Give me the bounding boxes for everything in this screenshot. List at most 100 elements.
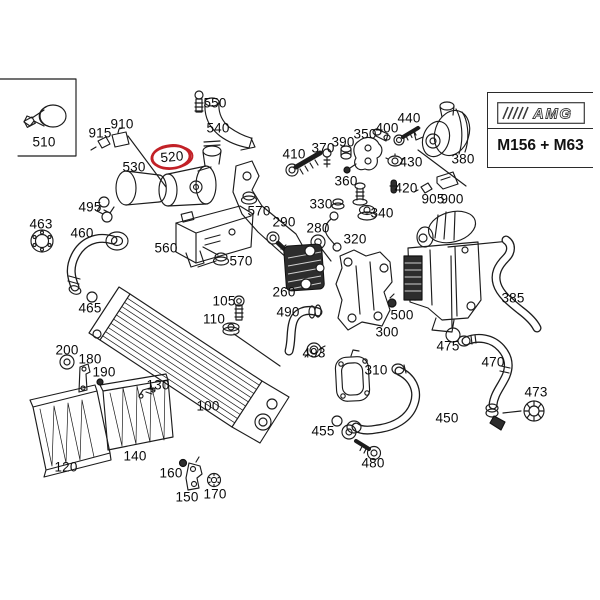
part-300-bracket [336,250,392,330]
part-400-bushing [373,129,390,141]
part-385-hose [496,240,537,328]
part-105-bolt [234,296,244,320]
part-label-560: 560 [154,240,178,256]
leader-910 [128,136,166,187]
part-label-340: 340 [370,205,394,221]
part-340-nut [358,206,376,221]
part-label-450: 450 [435,410,459,426]
leader-110 [234,334,280,366]
part-120-duct [30,385,111,477]
part-905-plug [414,183,432,193]
part-label-490: 490 [276,304,300,320]
part-label-520: 520 [149,143,195,171]
part-475-oring [446,328,460,342]
badge-divider [488,128,593,129]
part-label-120: 120 [54,459,78,475]
part-label-410: 410 [282,146,306,162]
part-label-150: 150 [175,489,199,505]
part-label-310: 310 [364,362,388,378]
part-100-radiator [89,287,289,443]
amg-logo-slashes [502,106,529,120]
part-420-pin [390,180,398,193]
part-463-cap [31,230,53,252]
part-460-hose [68,232,128,296]
part-910-sensor [112,128,129,147]
part-label-440: 440 [397,110,421,126]
part-200-grommet [60,355,74,369]
part-350-bracket [344,137,382,173]
part-260-oil-cooler [284,244,325,292]
leader-380 [418,150,466,186]
part-label-400: 400 [375,120,399,136]
part-440-bolt [394,128,418,145]
part-150-bracket [186,457,202,490]
highlight-ellipse [151,144,191,170]
part-label-550: 550 [203,95,227,111]
part-label-510: 510 [32,134,56,150]
part-430-nut [386,154,404,166]
part-label-350: 350 [353,126,377,142]
part-label-110: 110 [202,311,226,327]
part-label-910: 910 [110,116,134,132]
part-label-470: 470 [481,354,505,370]
part-label-190: 190 [92,364,116,380]
part-label-430: 430 [399,154,423,170]
part-label-130: 130 [146,377,170,393]
leader-475 [451,256,452,328]
amg-logo-text: AMG [532,106,573,123]
part-380-air-pump [414,102,475,160]
part-190-pin [97,379,103,385]
amg-logo: AMG [497,102,585,129]
part-495-clamp [97,197,114,222]
part-140-duct [100,374,173,450]
part-label-200: 200 [55,342,79,358]
part-label-473: 473 [524,384,548,400]
part-label-475: 475 [436,338,460,354]
part-label-360: 360 [334,173,358,189]
part-label-463: 463 [29,216,53,232]
part-540-elbow [205,98,255,150]
part-473-cap [524,401,544,421]
leader-385 [448,241,510,247]
part-370-bolt [323,149,331,167]
part-label-290: 290 [272,214,296,230]
part-mount-arm [233,161,306,259]
part-label-170: 170 [203,486,227,502]
part-label-455: 455 [311,423,335,439]
part-label-480: 480 [361,455,385,471]
part-465-oring [87,292,97,302]
part-330-cap [332,199,344,209]
part-label-460: 460 [70,225,94,241]
part-label-905: 905 [421,191,445,207]
part-label-320: 320 [343,231,367,247]
part-900-pump-assembly [404,206,481,332]
part-label-420: 420 [394,180,418,196]
inset-box-510 [0,79,76,156]
part-label-500: 500 [390,307,414,323]
part-label-370: 370 [311,140,335,156]
part-493-clamp [305,343,325,357]
part-560-bracket [176,206,253,267]
part-915-plug [91,137,110,150]
part-label-140: 140 [123,448,147,464]
amg-badge: AMG M156 + M63 [487,92,593,168]
part-490-hose [289,305,321,351]
part-160-grommet [180,460,187,467]
part-900-plate [437,172,458,189]
part-label-540: 540 [206,120,230,136]
part-label-915: 915 [88,125,112,141]
part-570-nut-upper [242,192,257,204]
part-450-hose [342,364,416,439]
part-label-260: 260 [272,284,296,300]
part-label-280: 280 [306,220,330,236]
badge-model-text: M156 + M63 [497,137,584,154]
part-label-380: 380 [451,151,475,167]
part-110-nut [223,323,239,335]
part-570-nut-lower [198,247,229,267]
leader-473 [503,411,521,413]
part-180-bracket [79,364,90,392]
part-label-160: 160 [159,465,183,481]
